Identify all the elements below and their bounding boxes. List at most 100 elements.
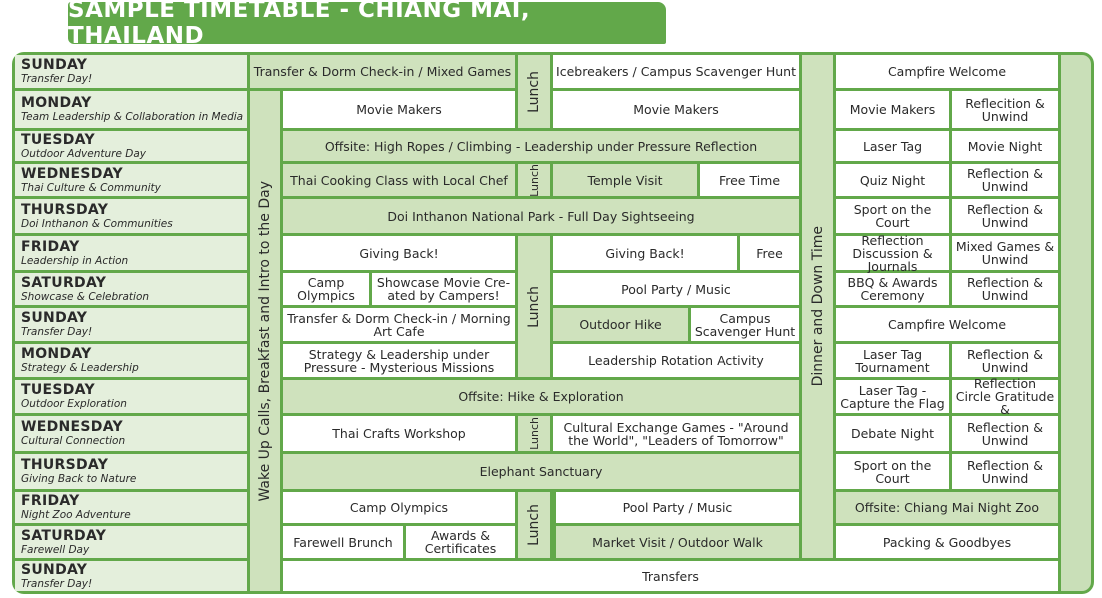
activity-cell: Reflection & Unwind (952, 164, 1058, 196)
activity-cell: Offsite: Chiang Mai Night Zoo (836, 492, 1058, 523)
day-name: THURSDAY (21, 457, 109, 473)
activity-cell: Doi Inthanon National Park - Full Day Si… (283, 199, 799, 233)
activity-cell: Leadership Rotation Activity (553, 344, 799, 377)
day-name: WEDNESDAY (21, 165, 123, 182)
day-name: SUNDAY (21, 561, 88, 578)
day-theme: Farewell Day (21, 543, 90, 556)
lunch-block-text: Lunch (526, 285, 542, 328)
day-name: THURSDAY (21, 201, 109, 218)
page-title: SAMPLE TIMETABLE - CHIANG MAI, THAILAND (68, 0, 666, 49)
activity-cell: Quiz Night (836, 164, 949, 196)
lunch-block-text: Lunch (526, 504, 542, 546)
activity-cell: Pool Party / Music (556, 492, 799, 523)
activity-cell: Packing & Goodbyes (836, 526, 1058, 558)
day-theme: Leadership in Action (21, 254, 129, 267)
day-name: SATURDAY (21, 274, 107, 291)
activity-cell: Laser Tag Tournament (836, 344, 949, 377)
lunch-block-text: Lunch (527, 163, 541, 197)
activity-cell: Elephant Sanctuary (283, 454, 799, 489)
activity-cell: Thai Crafts Workshop (283, 416, 515, 451)
activity-cell: Giving Back! (553, 236, 737, 270)
activity-cell: Awards & Certificates (406, 526, 515, 558)
day-theme: Transfer Day! (21, 73, 93, 85)
activity-cell: Transfers (283, 561, 1058, 591)
activity-cell: Reflecition & Unwind (952, 91, 1058, 128)
activity-cell: Laser Tag (836, 131, 949, 161)
day-name: MONDAY (21, 95, 92, 111)
activity-cell: BBQ & Awards Ceremony (836, 273, 949, 305)
dinner-column-text: Dinner and Down Time (809, 226, 826, 387)
activity-cell: Laser Tag - Capture the Flag (836, 380, 949, 413)
activity-cell: Reflection Circle Gratitude & (952, 377, 1058, 416)
activity-cell: Campus Scavenger Hunt (691, 308, 799, 341)
activity-cell: Showcase Movie Cre-ated by Campers! (372, 273, 515, 305)
day-theme: Team Leadership & Collaboration in Media (21, 111, 244, 123)
day-theme: Cultural Connection (21, 435, 126, 447)
activity-cell: Temple Visit (553, 164, 697, 196)
activity-cell: Movie Night (952, 131, 1058, 161)
activity-cell: Transfer & Dorm Check-in / Morning Art C… (283, 308, 515, 341)
day-name: SUNDAY (21, 310, 88, 326)
activity-cell: Cultural Exchange Games - "Around the Wo… (553, 416, 799, 451)
lunch-block: Lunch (518, 492, 550, 558)
activity-cell: Reflection & Unwind (952, 273, 1058, 305)
day-theme: Thai Culture & Community (21, 181, 161, 194)
day-theme: Doi Inthanon & Communities (21, 217, 173, 230)
activity-cell: Sport on the Court (836, 199, 949, 233)
activity-cell: Movie Makers (553, 91, 799, 128)
activity-cell: Campfire Welcome (836, 55, 1058, 88)
day-theme: Outdoor Adventure Day (21, 147, 147, 160)
activity-cell: Strategy & Leadership under Pressure - M… (283, 344, 515, 377)
activity-cell: Reflection & Unwind (952, 344, 1058, 377)
day-name: MONDAY (21, 346, 92, 362)
activity-cell: Campfire Welcome (836, 308, 1058, 341)
day-theme: Outdoor Exploration (21, 398, 127, 410)
activity-cell: Giving Back! (283, 236, 515, 270)
activity-cell: Thai Cooking Class with Local Chef (283, 164, 515, 196)
activity-cell: Camp Olympics (283, 492, 515, 523)
dinner-column: Dinner and Down Time (802, 55, 833, 558)
activity-cell: Farewell Brunch (283, 526, 403, 558)
activity-cell: Movie Makers (836, 91, 949, 128)
activity-cell: Outdoor Hike (553, 308, 688, 341)
activity-cell: Offsite: Hike & Exploration (283, 380, 799, 413)
lunch-block: Lunch (518, 416, 550, 451)
wakeup-column-text: Wake Up Calls, Breakfast and Intro to th… (257, 180, 273, 502)
activity-cell: Debate Night (836, 416, 949, 451)
day-theme: Transfer Day! (21, 577, 93, 590)
lunch-block: Lunch (518, 164, 550, 196)
activity-cell: Reflection & Unwind (952, 199, 1058, 233)
activity-cell: Icebreakers / Campus Scavenger Hunt (553, 55, 799, 88)
activity-cell: Movie Makers (283, 91, 515, 128)
day-theme: Showcase & Celebration (21, 290, 150, 303)
day-name: TUESDAY (21, 382, 95, 398)
day-name: FRIDAY (21, 493, 80, 509)
activity-cell: Transfer & Dorm Check-in / Mixed Games (250, 55, 515, 88)
activity-cell: Reflection & Unwind (952, 416, 1058, 451)
day-name: WEDNESDAY (21, 419, 123, 435)
lunch-block-text: Lunch (526, 70, 542, 113)
day-theme: Strategy & Leadership (21, 362, 139, 374)
activity-cell: Pool Party / Music (553, 273, 799, 305)
activity-cell: Camp Olympics (283, 273, 369, 305)
activity-cell: Sport on the Court (836, 454, 949, 489)
activity-cell: Reflection & Unwind (952, 454, 1058, 489)
lunch-block-text: Lunch (527, 417, 541, 450)
day-name: TUESDAY (21, 131, 95, 148)
activity-cell: Market Visit / Outdoor Walk (556, 526, 799, 558)
right-edge-strip (1061, 55, 1091, 591)
day-name: FRIDAY (21, 238, 80, 255)
